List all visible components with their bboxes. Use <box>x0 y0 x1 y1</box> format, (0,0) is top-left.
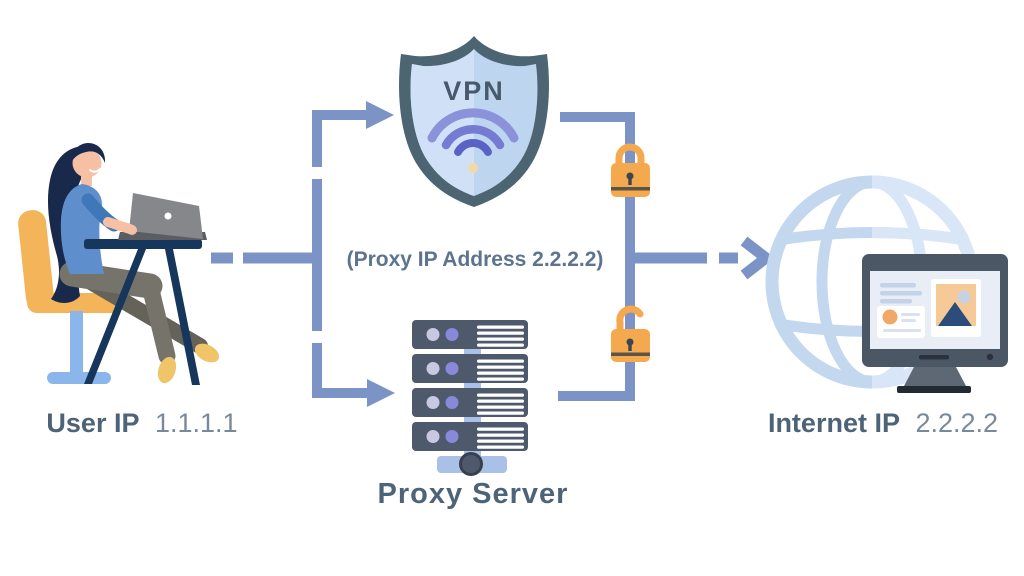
user-ip-label: User IP 1.1.1.1 <box>46 408 237 438</box>
branch-top-corner <box>312 110 366 167</box>
user-ip-value: 1.1.1.1 <box>155 408 238 438</box>
vpn-shield-icon: VPN <box>399 36 549 207</box>
chair-icon <box>18 210 122 384</box>
server-unit <box>412 422 528 451</box>
vpn-label: VPN <box>443 76 505 106</box>
monitor-icon <box>862 254 1008 393</box>
internet-ip-value: 2.2.2.2 <box>915 408 998 438</box>
shoes <box>157 343 220 384</box>
arm <box>81 193 137 235</box>
server-unit <box>412 320 528 349</box>
internet-ip-label-bold: Internet IP <box>768 408 900 438</box>
branch-bottom-corner <box>312 343 367 398</box>
wifi-icon <box>427 108 519 173</box>
chevron-arrow-icon <box>740 236 775 280</box>
internet-ip-label: Internet IP 2.2.2.2 <box>768 408 998 438</box>
laptop-icon <box>118 193 207 240</box>
user-ip-label-bold: User IP <box>46 408 139 438</box>
arrow-to-internet <box>630 236 775 280</box>
proxy-server-label: Proxy Server <box>378 478 569 510</box>
image-placeholder-icon <box>936 284 976 326</box>
webpage-content <box>877 279 981 338</box>
server-unit <box>412 388 528 417</box>
padlock-closed-icon <box>611 143 650 197</box>
proxy-ip-annotation: (Proxy IP Address 2.2.2.2) <box>347 248 604 271</box>
arrowhead-to-vpn-icon <box>366 101 394 129</box>
padlock-open-icon <box>611 305 650 362</box>
branch-connector-left <box>312 110 367 398</box>
user-at-desk-illustration <box>18 143 220 385</box>
server-stack-icon <box>412 320 528 476</box>
arrowhead-to-proxy-icon <box>367 379 395 407</box>
desk-icon <box>84 239 202 385</box>
server-unit <box>412 354 528 383</box>
